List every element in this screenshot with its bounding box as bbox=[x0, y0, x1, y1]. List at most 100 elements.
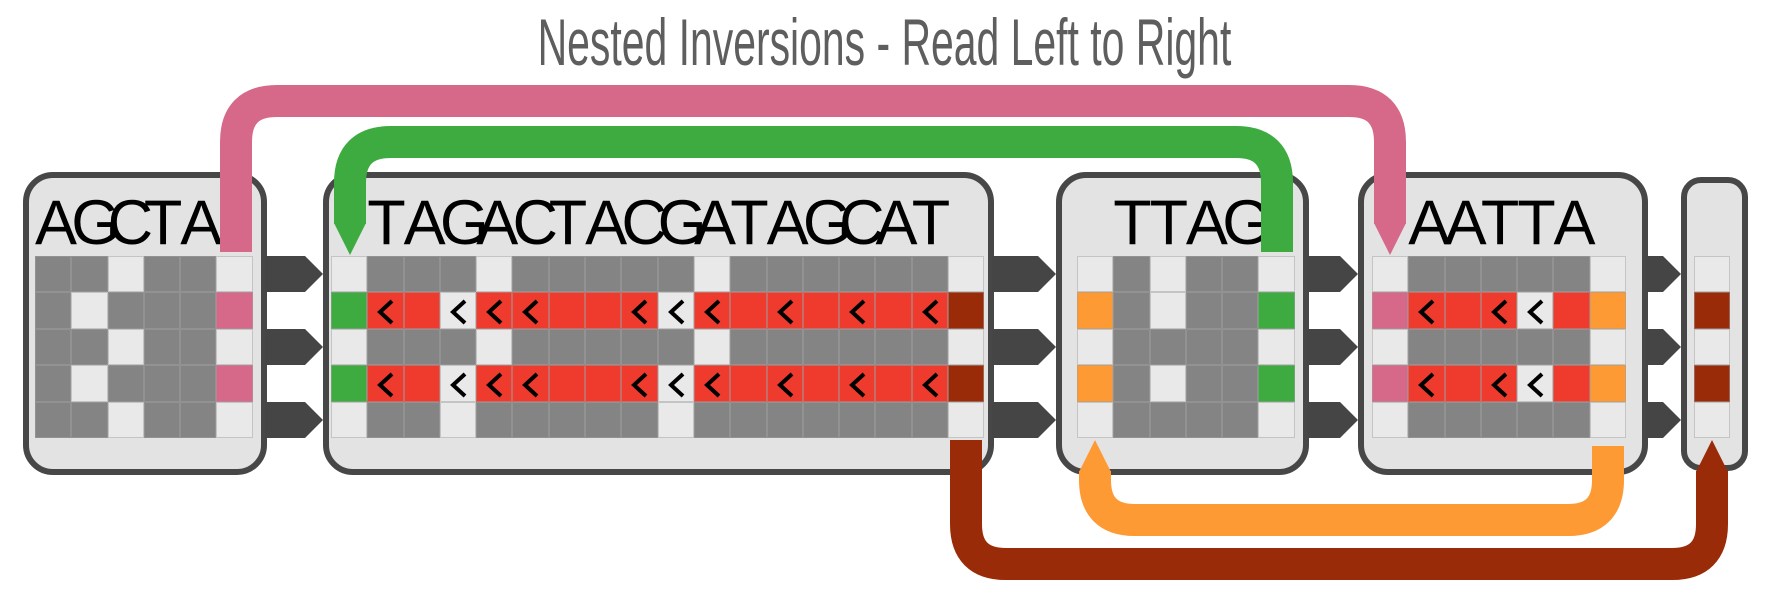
grid-cell bbox=[35, 365, 72, 402]
cell-grid-b4 bbox=[1372, 256, 1627, 438]
grid-cell bbox=[367, 256, 404, 293]
grid-cell bbox=[403, 365, 440, 402]
base-letter: A bbox=[1553, 188, 1596, 258]
grid-cell bbox=[621, 401, 658, 438]
grid-cell bbox=[35, 328, 72, 366]
grid-cell bbox=[911, 256, 949, 293]
flow-arrow-icon bbox=[1646, 256, 1681, 292]
grid-cell bbox=[948, 401, 985, 438]
grid-cell bbox=[1372, 256, 1409, 293]
grid-cell bbox=[1258, 365, 1295, 402]
chevron-left-icon bbox=[776, 372, 793, 398]
base-letter: T bbox=[1113, 188, 1152, 258]
grid-cell bbox=[35, 401, 72, 438]
grid-cell bbox=[1372, 401, 1409, 438]
grid-cell bbox=[331, 292, 368, 329]
grid-cell bbox=[1222, 401, 1259, 438]
grid-cell bbox=[1553, 401, 1590, 438]
grid-cell bbox=[1222, 292, 1259, 329]
chevron-left-icon bbox=[704, 372, 721, 398]
grid-cell bbox=[1077, 256, 1114, 293]
grid-cell bbox=[180, 401, 217, 438]
green-arrowhead-icon bbox=[334, 223, 366, 255]
grid-cell bbox=[911, 328, 949, 366]
grid-cell bbox=[1113, 292, 1150, 329]
grid-cell bbox=[621, 256, 658, 293]
chevron-left-icon bbox=[377, 372, 394, 398]
grid-cell bbox=[621, 292, 658, 329]
grid-cell bbox=[766, 365, 803, 402]
grid-cell bbox=[107, 401, 144, 438]
grid-cell bbox=[143, 256, 181, 293]
pink-inversion-arc bbox=[220, 85, 1406, 252]
flow-arrow-icon bbox=[992, 329, 1056, 365]
grid-cell bbox=[766, 292, 803, 329]
grid-cell bbox=[512, 328, 549, 366]
grid-cell bbox=[1589, 256, 1627, 293]
grid-cell bbox=[693, 401, 731, 438]
grid-cell bbox=[216, 365, 253, 402]
chevron-left-icon bbox=[449, 372, 467, 398]
chevron-left-icon bbox=[849, 372, 866, 398]
grid-cell bbox=[1149, 292, 1186, 329]
grid-cell bbox=[1553, 256, 1590, 293]
chevron-left-icon bbox=[631, 299, 648, 325]
grid-cell bbox=[476, 365, 513, 402]
green-inversion-arc bbox=[334, 126, 1293, 252]
segment-label: AGCTAAGCTA bbox=[35, 188, 223, 258]
grid-cell bbox=[1517, 365, 1554, 402]
grid-cell bbox=[839, 365, 876, 402]
grid-cell bbox=[1222, 256, 1259, 293]
grid-cell bbox=[1113, 328, 1150, 366]
grid-cell bbox=[621, 328, 658, 366]
grid-cell bbox=[512, 292, 549, 329]
base-letter: T bbox=[548, 188, 588, 258]
pink-arrowhead-icon bbox=[1374, 223, 1406, 255]
grid-cell bbox=[948, 292, 985, 329]
grid-cell bbox=[1408, 256, 1445, 293]
chevron-left-icon bbox=[486, 372, 503, 398]
grid-cell bbox=[657, 401, 694, 438]
flow-arrow-icon bbox=[1307, 329, 1358, 365]
grid-cell bbox=[693, 256, 731, 293]
grid-cell bbox=[1077, 365, 1114, 402]
grid-cell bbox=[1444, 365, 1481, 402]
grid-cell bbox=[1258, 256, 1295, 293]
brown-arrowhead-icon bbox=[1696, 440, 1728, 472]
grid-cell bbox=[948, 328, 985, 366]
grid-cell bbox=[331, 365, 368, 402]
chevron-left-icon bbox=[1490, 372, 1508, 398]
grid-cell bbox=[802, 328, 840, 366]
grid-cell bbox=[875, 292, 912, 329]
base-letter: T bbox=[730, 188, 769, 258]
grid-cell bbox=[693, 328, 731, 366]
grid-cell bbox=[585, 292, 622, 329]
grid-cell bbox=[1553, 365, 1590, 402]
segment-label: TAGACTACGATAGCATTAGACTACGATAGCAT bbox=[367, 188, 950, 258]
grid-cell bbox=[1372, 292, 1409, 329]
grid-cell bbox=[216, 328, 253, 366]
base-letter: T bbox=[1149, 188, 1189, 258]
grid-cell bbox=[1222, 328, 1259, 366]
chevron-left-icon bbox=[1418, 299, 1435, 325]
grid-cell bbox=[367, 328, 404, 366]
grid-cell bbox=[71, 401, 108, 438]
grid-cell bbox=[403, 401, 440, 438]
grid-cell bbox=[367, 365, 404, 402]
chevron-left-icon bbox=[522, 299, 539, 325]
grid-cell bbox=[1553, 292, 1590, 329]
grid-cell bbox=[1185, 292, 1223, 329]
base-letter: A bbox=[180, 188, 223, 258]
grid-cell bbox=[766, 256, 803, 293]
grid-cell bbox=[730, 256, 767, 293]
grid-cell bbox=[1589, 292, 1627, 329]
grid-cell bbox=[1480, 256, 1518, 293]
grid-cell bbox=[143, 401, 181, 438]
grid-cell bbox=[1408, 292, 1445, 329]
base-letter: T bbox=[143, 188, 183, 258]
grid-cell bbox=[1258, 328, 1295, 366]
base-letter: A bbox=[1185, 188, 1228, 258]
grid-cell bbox=[1444, 292, 1481, 329]
grid-cell bbox=[875, 256, 912, 293]
grid-cell bbox=[216, 292, 253, 329]
